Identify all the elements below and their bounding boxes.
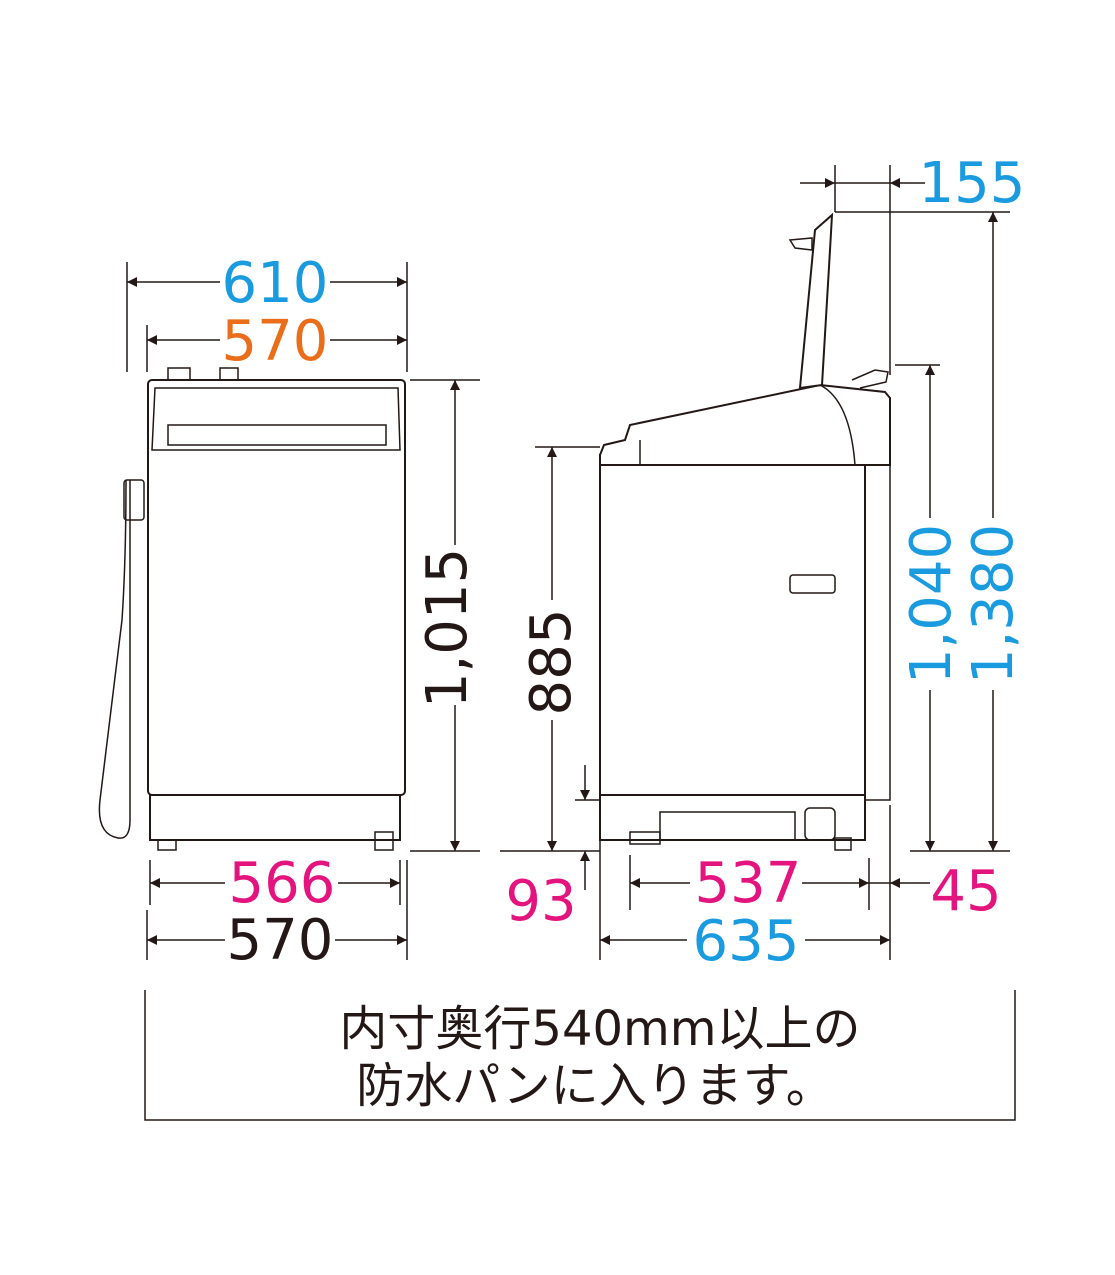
foot <box>374 831 394 851</box>
dim-610-label: 610 <box>222 251 329 316</box>
dim-93-label: 93 <box>505 869 576 934</box>
dim-1015: 1,015 <box>410 379 480 852</box>
dim-566: 566 <box>149 851 401 916</box>
side-body <box>599 453 866 801</box>
foot <box>629 831 661 845</box>
dim-155: 155 <box>800 151 1025 375</box>
dim-537: 537 <box>629 851 870 916</box>
dim-93: 93 <box>505 765 600 934</box>
front-body <box>147 379 406 796</box>
dim-635-label: 635 <box>693 909 800 974</box>
base-recess <box>659 811 796 841</box>
side-base <box>599 794 866 841</box>
dim-1380-label: 1,380 <box>961 524 1026 684</box>
dim-566-label: 566 <box>229 851 336 916</box>
dim-537-label: 537 <box>695 851 802 916</box>
dim-45: 45 <box>869 859 1002 924</box>
dim-45-label: 45 <box>930 859 1001 924</box>
front-view-machine <box>98 367 406 851</box>
dim-885-label: 885 <box>519 609 584 716</box>
front-top-panel <box>151 387 401 451</box>
dim-1015-label: 1,015 <box>415 548 480 708</box>
front-lid <box>167 424 387 446</box>
drain-outlet <box>804 807 836 841</box>
dim-1380: 1,380 <box>835 211 1026 852</box>
dim-610: 610 <box>126 251 408 372</box>
side-top-panel <box>599 383 891 466</box>
hose-connector <box>123 479 145 521</box>
note-box: 内寸奥行540mm以上の 防水パンに入ります。 <box>144 990 1016 1121</box>
dim-155-label: 155 <box>919 151 1026 216</box>
dim-570-top-label: 570 <box>222 309 329 374</box>
dim-570-bottom-label: 570 <box>227 908 334 973</box>
water-inlet <box>851 369 889 389</box>
front-base <box>149 794 401 841</box>
side-view-machine <box>599 212 891 851</box>
hose <box>98 479 131 839</box>
dim-635: 635 <box>599 805 891 974</box>
dim-885: 885 <box>500 446 600 852</box>
foot <box>157 839 177 851</box>
open-lid <box>798 212 834 390</box>
water-inlet-2 <box>219 367 239 381</box>
lid-handle <box>788 237 813 251</box>
dim-1040: 1,040 <box>895 364 964 851</box>
dim-570-bottom: 570 <box>146 860 408 973</box>
water-inlet <box>167 367 191 381</box>
side-handle <box>789 574 836 594</box>
dim-1040-label: 1,040 <box>899 524 964 684</box>
foot <box>834 837 852 851</box>
note-line-2: 防水パンに入ります。 <box>356 1058 834 1114</box>
note-line-1: 内寸奥行540mm以上の <box>339 1001 860 1057</box>
dim-570-top: 570 <box>146 309 407 374</box>
